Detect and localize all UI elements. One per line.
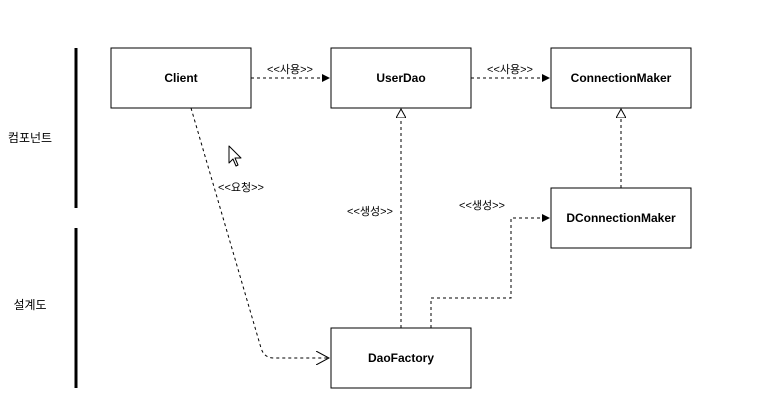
- node-dconnectionmaker[interactable]: DConnectionMaker: [550, 187, 692, 249]
- node-dconnectionmaker-label: DConnectionMaker: [566, 211, 676, 225]
- node-userdao-label: UserDao: [376, 71, 425, 85]
- edge-label-userdao-connectionmaker: <<사용>>: [487, 63, 533, 76]
- edge-label-client-userdao: <<사용>>: [267, 63, 313, 76]
- mouse-cursor-icon: [228, 145, 242, 167]
- edge-daofactory-dconnectionmaker[interactable]: [430, 214, 550, 328]
- node-connectionmaker[interactable]: ConnectionMaker: [550, 47, 692, 109]
- node-daofactory-label: DaoFactory: [368, 351, 434, 365]
- component-section-label: 컴포넌트: [8, 131, 52, 145]
- node-daofactory[interactable]: DaoFactory: [330, 327, 472, 389]
- edge-label-daofactory-userdao: <<생성>>: [347, 205, 393, 218]
- design-section-label: 설계도: [13, 298, 46, 312]
- node-client-label: Client: [164, 71, 197, 85]
- node-client[interactable]: Client: [110, 47, 252, 109]
- node-userdao[interactable]: UserDao: [330, 47, 472, 109]
- node-connectionmaker-label: ConnectionMaker: [571, 71, 672, 85]
- edge-client-daofactory[interactable]: [190, 107, 329, 358]
- edge-label-daofactory-dconnectionmaker: <<생성>>: [459, 199, 505, 212]
- edge-label-client-daofactory: <<요청>>: [218, 181, 264, 194]
